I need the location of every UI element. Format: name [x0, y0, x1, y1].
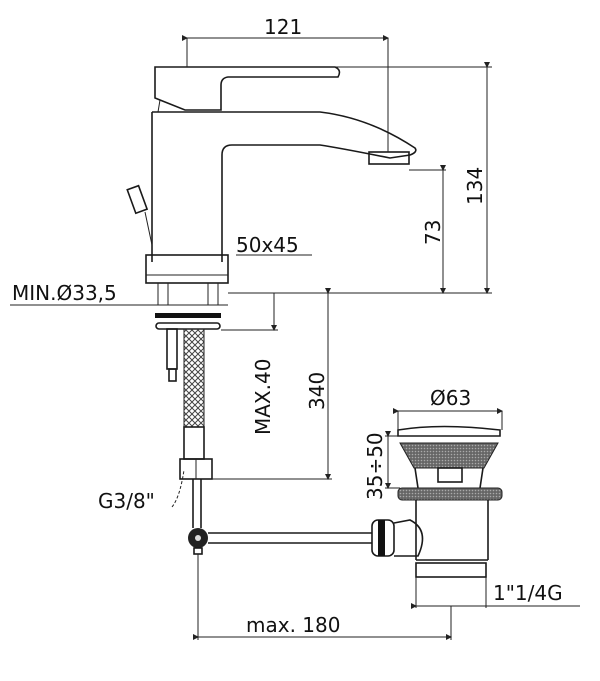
popup-rod: [188, 519, 424, 557]
dim-hose-340: 340: [305, 372, 329, 410]
dim-waste-thread: 1"1/4G: [493, 581, 563, 605]
dim-height-134: 134: [463, 167, 487, 205]
dim-thread-g38: G3/8": [98, 489, 155, 513]
faucet-body: [126, 66, 417, 284]
dim-base-50x45: 50x45: [236, 233, 299, 257]
dim-waste-d63: Ø63: [430, 386, 471, 410]
waste-assembly: [397, 425, 503, 578]
dimension-lines: [10, 35, 580, 640]
dim-hole-min: MIN.Ø33,5: [12, 281, 117, 305]
dim-waste-range: 35÷50: [363, 432, 387, 500]
dim-width-121: 121: [264, 15, 302, 39]
fixing-assembly: [155, 283, 221, 528]
dim-spout-73: 73: [421, 220, 445, 245]
dim-rod-max180: max. 180: [246, 613, 340, 637]
dim-deck-max40: MAX.40: [251, 359, 275, 435]
